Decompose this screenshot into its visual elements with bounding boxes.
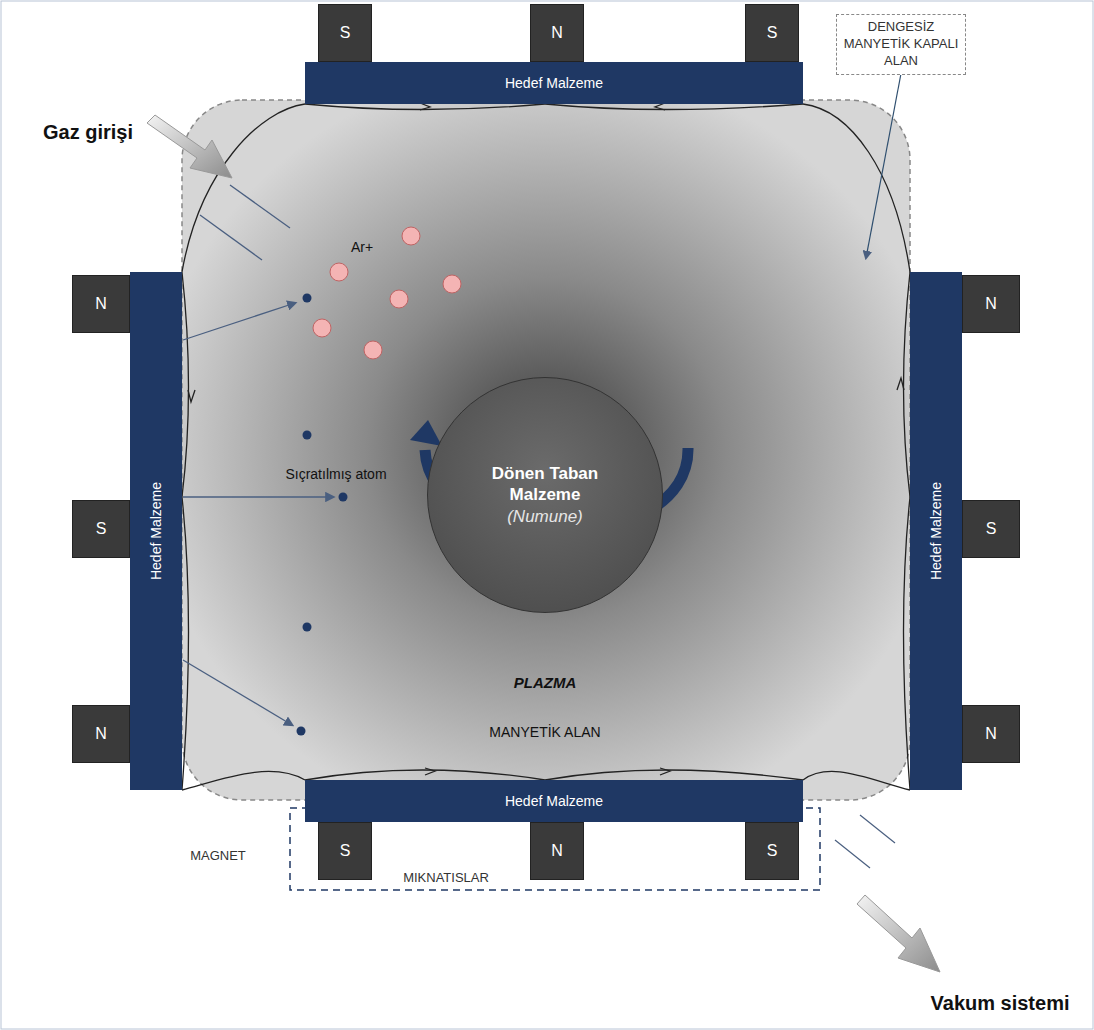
field-label: MANYETİK ALAN	[489, 724, 600, 740]
sputtered-atoms	[297, 294, 348, 736]
magnet-block: S	[318, 822, 372, 880]
vacuum-outlet	[835, 815, 940, 972]
pole-letter: N	[985, 725, 997, 743]
argon-ions	[313, 227, 461, 359]
target-label: Hedef Malzeme	[505, 793, 603, 809]
target-plate: Hedef Malzeme	[305, 780, 803, 822]
rotating-substrate: Dönen Taban Malzeme(Numune)	[427, 377, 663, 613]
plasma-label: PLAZMA	[514, 674, 577, 691]
magnet-block: S	[745, 822, 799, 880]
pole-letter: N	[95, 295, 107, 313]
magnet-block: N	[530, 4, 584, 62]
callout-leader	[866, 63, 903, 258]
magnet-block: N	[72, 705, 130, 763]
pole-letter: S	[96, 520, 107, 538]
pole-letter: S	[340, 842, 351, 860]
gas-inlet	[147, 115, 290, 260]
magnet-block: S	[962, 500, 1020, 558]
target-label: Hedef Malzeme	[148, 482, 164, 580]
vacuum-label: Vakum sistemi	[931, 992, 1070, 1015]
plasma-region	[182, 100, 910, 800]
ion-label: Ar+	[351, 239, 373, 255]
pole-letter: S	[986, 520, 997, 538]
magnet-block: S	[72, 500, 130, 558]
magnet-block: N	[962, 275, 1020, 333]
magnet-label: MAGNET	[190, 848, 246, 863]
pole-letter: N	[551, 24, 563, 42]
pole-letter: N	[551, 842, 563, 860]
pole-letter: S	[340, 24, 351, 42]
magnets-label: MIKNATISLAR	[403, 870, 489, 885]
magnet-block: S	[318, 4, 372, 62]
target-label: Hedef Malzeme	[505, 75, 603, 91]
target-label: Hedef Malzeme	[928, 482, 944, 580]
magnet-block: N	[72, 275, 130, 333]
target-plate: Hedef Malzeme	[130, 272, 182, 790]
pole-letter: N	[95, 725, 107, 743]
target-plate: Hedef Malzeme	[305, 62, 803, 104]
rotation-arrowhead	[410, 420, 442, 446]
pole-letter: N	[985, 295, 997, 313]
callout-text: DENGESİZ MANYETİK KAPALI ALAN	[843, 19, 959, 70]
callout-box: DENGESİZ MANYETİK KAPALI ALAN	[836, 14, 966, 75]
magnet-block: S	[745, 4, 799, 62]
magnet-block: N	[530, 822, 584, 880]
atom-label: Sıçratılmış atom	[285, 466, 386, 482]
pole-letter: S	[767, 842, 778, 860]
target-plate: Hedef Malzeme	[910, 272, 962, 790]
substrate-label: Dönen Taban Malzeme	[490, 463, 600, 506]
magnet-block: N	[962, 705, 1020, 763]
inlet-label: Gaz girişi	[43, 121, 133, 144]
pole-letter: S	[767, 24, 778, 42]
magnetic-field-lines	[182, 103, 910, 790]
substrate-note: (Numune)	[507, 507, 583, 527]
sputter-arrows	[183, 303, 333, 725]
